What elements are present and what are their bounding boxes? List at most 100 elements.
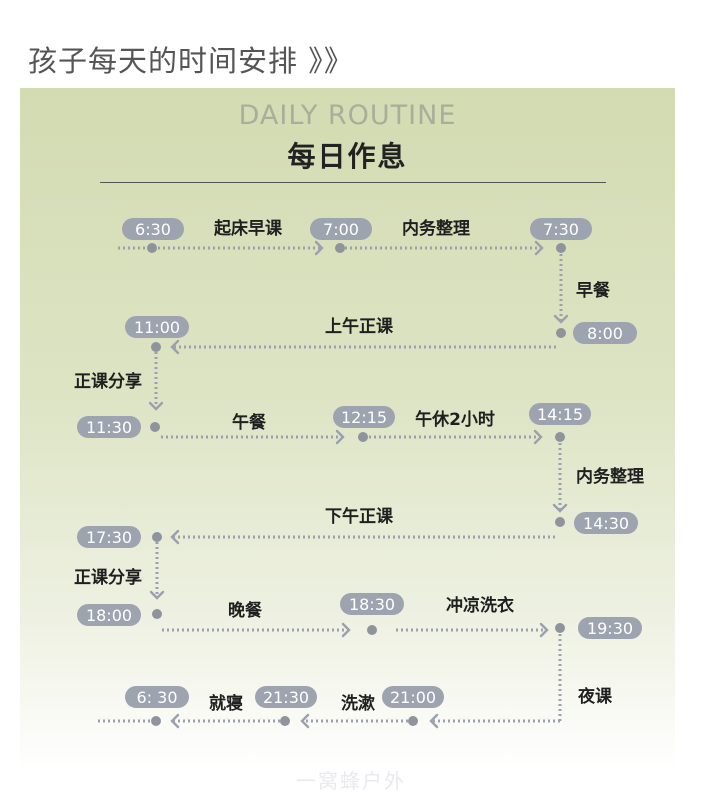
arrow-head (148, 401, 164, 411)
time-text: 7:00 (323, 220, 359, 239)
time-pill-bg (77, 604, 141, 626)
time-text: 19:30 (587, 619, 633, 638)
flow-dot (555, 432, 565, 442)
time-text: 21:00 (390, 688, 436, 707)
time-text: 6: 30 (136, 688, 177, 707)
time-pill-bg (310, 218, 372, 240)
time-pill: 11:00 (125, 316, 189, 338)
time-pill: 19:30 (578, 617, 642, 639)
arrow-head (552, 503, 568, 513)
time-text: 17:30 (86, 528, 132, 547)
flow-dot (152, 609, 162, 619)
time-pill: 21:00 (382, 686, 444, 708)
time-pill: 14:15 (529, 403, 591, 425)
time-pill-bg (382, 686, 444, 708)
activity-label: 夜课 (577, 686, 613, 707)
activity-label: 上午正课 (325, 316, 394, 337)
activity-labels: 起床早课内务整理早餐上午正课正课分享午餐午休2小时内务整理下午正课正课分享晚餐冲… (74, 218, 644, 714)
activity-label: 洗漱 (341, 693, 376, 714)
time-pill-bg (340, 593, 404, 615)
flow-dot (150, 422, 160, 432)
time-text: 11:30 (86, 418, 132, 437)
activity-label: 起床早课 (213, 218, 283, 239)
flow-dot (335, 243, 345, 253)
activity-label: 正课分享 (74, 567, 142, 588)
flow-dot (555, 517, 565, 527)
time-pill: 17:30 (77, 526, 141, 548)
time-pill: 14:30 (574, 512, 638, 534)
flow-dot (556, 243, 566, 253)
time-text: 21:30 (263, 688, 309, 707)
time-pill: 21:30 (255, 686, 317, 708)
time-pill-bg (529, 403, 591, 425)
time-text: 12:15 (341, 408, 387, 427)
title-divider (100, 182, 606, 183)
time-pill: 6: 30 (125, 686, 189, 708)
flow-dot (152, 532, 162, 542)
activity-label: 就寝 (209, 693, 243, 714)
time-pill: 7:00 (310, 218, 372, 240)
arrow-head (335, 429, 345, 445)
flow-dot (358, 432, 368, 442)
time-pill-bg (530, 218, 592, 240)
arrow-head (149, 590, 165, 600)
time-text: 14:15 (537, 405, 583, 424)
time-text: 8:00 (587, 324, 623, 343)
flow-dot (280, 716, 290, 726)
activity-label: 正课分享 (74, 371, 142, 392)
flow-dot (367, 625, 377, 635)
flow-dots (147, 243, 566, 726)
time-pill: 7:30 (530, 218, 592, 240)
time-text: 11:00 (134, 318, 180, 337)
watermark: 一窝蜂户外 (296, 769, 406, 793)
arrow-head (170, 529, 180, 545)
arrow-head (429, 713, 439, 729)
activity-label: 晚餐 (228, 600, 263, 621)
time-pill: 6:30 (122, 218, 184, 240)
time-pill: 18:30 (340, 593, 404, 615)
time-pill-bg (77, 416, 141, 438)
time-pill-bg (255, 686, 317, 708)
time-text: 18:30 (349, 595, 395, 614)
arrow-head (341, 622, 351, 638)
time-pill: 11:30 (77, 416, 141, 438)
arrow-head (170, 339, 180, 355)
arrow-head (533, 429, 543, 445)
time-pill-bg (578, 617, 642, 639)
activity-label: 内务整理 (402, 218, 470, 239)
time-text: 7:30 (543, 220, 579, 239)
time-pill-bg (573, 322, 637, 344)
flow-dot (556, 328, 566, 338)
time-labels: 6:30 7:00 7:30 8:00 11:00 11:30 12:15 14:15 14:3… (77, 218, 642, 708)
page-title: 孩子每天的时间安排 》》 (28, 44, 354, 78)
activity-label: 午餐 (232, 412, 267, 433)
time-pill: 8:00 (573, 322, 637, 344)
activity-label: 冲凉洗衣 (446, 595, 514, 616)
time-pill-bg (125, 686, 189, 708)
time-text: 18:00 (86, 606, 132, 625)
activity-label: 内务整理 (576, 466, 644, 487)
arrow-head (314, 240, 324, 256)
time-pill-bg (574, 512, 638, 534)
time-pill: 18:00 (77, 604, 141, 626)
time-pill: 12:15 (333, 406, 395, 428)
time-pill-bg (333, 406, 395, 428)
time-text: 14:30 (583, 514, 629, 533)
flow-dot (151, 716, 161, 726)
time-pill-bg (77, 526, 141, 548)
time-pill-bg (122, 218, 184, 240)
arrow-head (553, 314, 569, 324)
flow-dot (147, 243, 157, 253)
flow-connectors (98, 240, 569, 729)
activity-label: 午休2小时 (415, 409, 495, 430)
time-pill-bg (125, 316, 189, 338)
arrow-head (300, 713, 310, 729)
activity-label: 下午正课 (325, 506, 394, 527)
arrow-head (170, 713, 180, 729)
flow-dot (408, 716, 418, 726)
subtitle-english: DAILY ROUTINE (238, 100, 457, 131)
flow-dot (555, 623, 565, 633)
arrow-head (539, 622, 549, 638)
activity-label: 早餐 (576, 280, 611, 301)
